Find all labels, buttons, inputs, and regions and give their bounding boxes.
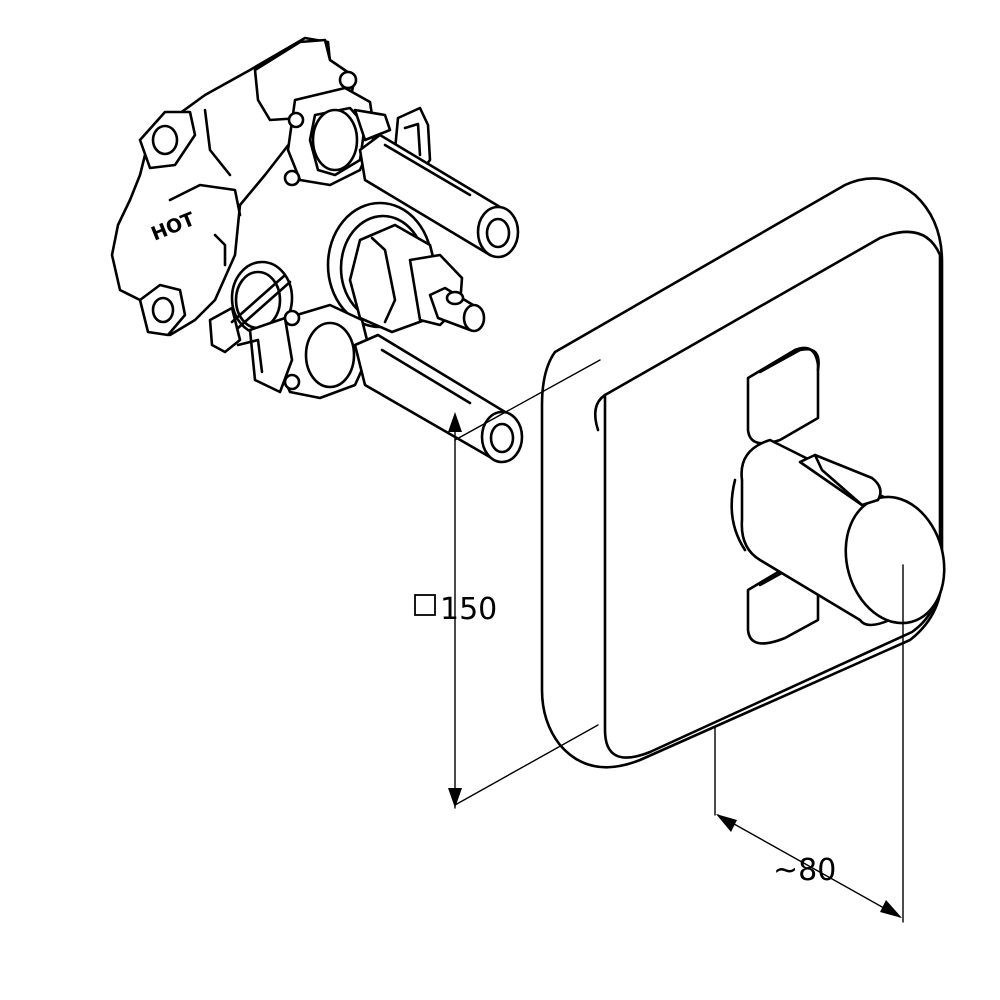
mounting-hole-bottom: [151, 296, 175, 324]
arrowhead: [448, 788, 462, 808]
connector-screw: [283, 169, 301, 187]
lower-connector: [236, 303, 372, 400]
lower-pipe: [353, 333, 524, 464]
dimension-label-80: ~80: [773, 853, 836, 888]
arrowhead: [880, 900, 902, 918]
connector-screw: [287, 111, 305, 129]
upper-connector: [283, 86, 432, 187]
spindle-tip: [462, 303, 486, 333]
arrowhead: [716, 814, 737, 832]
upper-pipe: [358, 133, 520, 259]
housing-contour: [168, 183, 242, 217]
lower-bracket: [208, 306, 242, 354]
dimension-150: 150: [414, 359, 601, 809]
housing-contour: [213, 233, 227, 267]
central-cartridge: [326, 201, 486, 334]
housing-contour: [203, 108, 232, 177]
bracket-screw: [338, 70, 358, 90]
handle: [730, 438, 946, 627]
upper-stop-tab: [746, 346, 820, 445]
connector-screw: [283, 309, 301, 327]
dimension-label-150: 150: [440, 592, 497, 627]
arrowhead: [448, 412, 462, 432]
mounting-hole-top: [151, 124, 179, 156]
square-symbol: [414, 594, 436, 616]
connector-screw: [283, 373, 301, 391]
dimension-80: ~80: [714, 564, 904, 923]
